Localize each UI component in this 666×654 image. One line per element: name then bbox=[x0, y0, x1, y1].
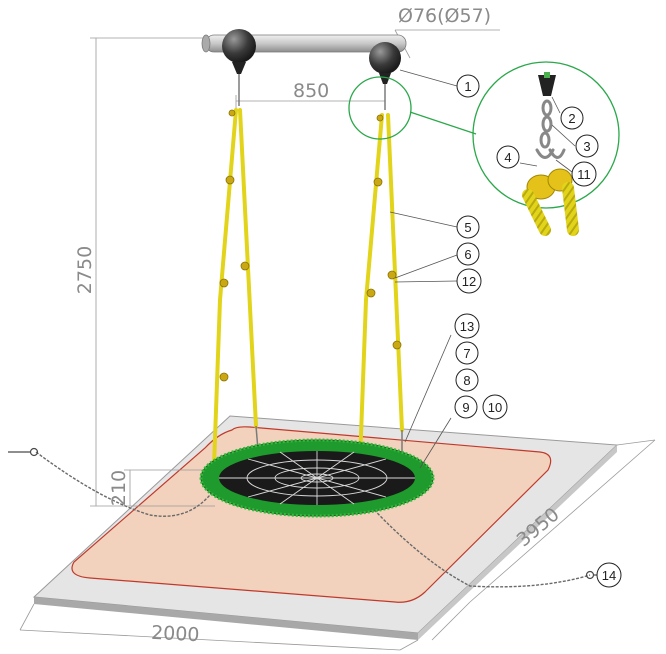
right-hanger-ball bbox=[369, 42, 401, 74]
detail-link bbox=[348, 61, 620, 209]
svg-text:5: 5 bbox=[464, 220, 471, 235]
svg-text:11: 11 bbox=[577, 167, 591, 182]
svg-text:12: 12 bbox=[462, 274, 476, 289]
rope-spacers bbox=[219, 109, 402, 382]
callout-11: 11 bbox=[571, 161, 597, 187]
callout-13: 13 bbox=[454, 313, 480, 339]
callout-4: 4 bbox=[496, 145, 520, 169]
beam-diameter-dim: Ø76(Ø57) bbox=[398, 5, 491, 27]
callout-12: 12 bbox=[456, 268, 482, 294]
spacing-dim: 850 bbox=[293, 80, 329, 102]
ropes bbox=[212, 108, 404, 468]
svg-text:3: 3 bbox=[583, 139, 590, 154]
svg-text:8: 8 bbox=[463, 373, 470, 388]
callout-9: 9 bbox=[454, 395, 478, 419]
callout-3: 3 bbox=[575, 134, 599, 158]
callout-1: 1 bbox=[456, 74, 480, 98]
callout-8: 8 bbox=[455, 368, 479, 392]
callout-10: 10 bbox=[482, 394, 508, 420]
anchor-chains bbox=[35, 451, 591, 588]
callout-5: 5 bbox=[456, 215, 480, 239]
top-beam bbox=[201, 34, 407, 53]
callout-7: 7 bbox=[455, 341, 479, 365]
callout-leaders bbox=[389, 69, 576, 469]
svg-text:10: 10 bbox=[488, 400, 502, 415]
svg-text:1: 1 bbox=[464, 79, 471, 94]
nest-seat bbox=[199, 438, 435, 518]
svg-text:6: 6 bbox=[464, 247, 471, 262]
left-hanger-ball bbox=[222, 29, 256, 63]
svg-text:7: 7 bbox=[463, 346, 470, 361]
callout-6: 6 bbox=[456, 242, 480, 266]
svg-text:4: 4 bbox=[504, 150, 511, 165]
seat-net bbox=[219, 451, 415, 505]
callout-14: 14 bbox=[596, 562, 622, 588]
seat-height-dim: 210 bbox=[108, 470, 130, 506]
svg-text:9: 9 bbox=[462, 400, 469, 415]
detail-view bbox=[522, 72, 579, 236]
svg-text:2: 2 bbox=[568, 111, 575, 126]
svg-text:14: 14 bbox=[602, 568, 616, 583]
svg-text:13: 13 bbox=[460, 319, 474, 334]
callout-2: 2 bbox=[560, 106, 584, 130]
height-dim: 2750 bbox=[74, 246, 96, 294]
anchor-pegs bbox=[8, 447, 602, 580]
width-dim: 2000 bbox=[151, 622, 200, 647]
top-chains bbox=[238, 74, 386, 110]
